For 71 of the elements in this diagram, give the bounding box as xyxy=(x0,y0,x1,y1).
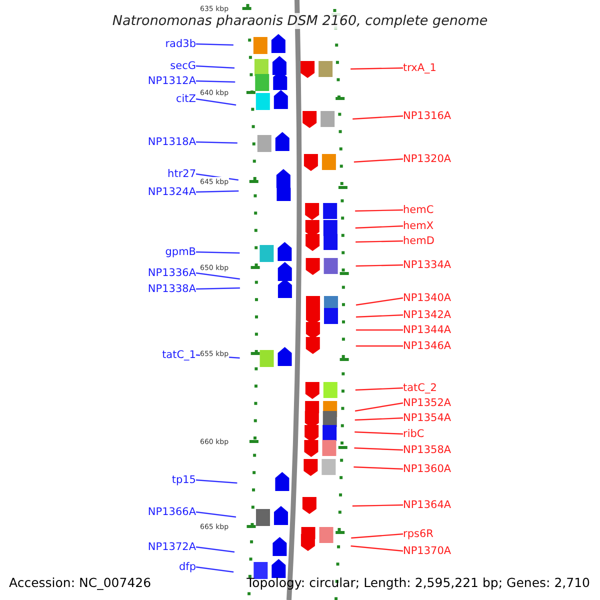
gene-label: hemX xyxy=(403,220,434,232)
leader-line xyxy=(356,314,404,318)
leader-line xyxy=(355,225,404,229)
leader-line xyxy=(355,387,404,391)
leader-line xyxy=(354,431,404,435)
gene-label: NP1338A xyxy=(148,283,196,295)
gene-label: tatC_2 xyxy=(403,382,437,394)
leader-line xyxy=(356,264,404,267)
leader-line xyxy=(196,511,236,518)
gene-label: NP1342A xyxy=(403,309,452,321)
leader-line xyxy=(356,345,403,347)
accession-text: Accession: NC_007426 xyxy=(9,575,152,590)
leader-line xyxy=(351,533,404,539)
leader-line xyxy=(350,67,404,70)
gene-label: NP1344A xyxy=(403,324,452,336)
leader-line xyxy=(355,209,404,212)
gene-label: citZ xyxy=(176,93,196,105)
gene-label: NP1320A xyxy=(403,153,452,165)
leader-line xyxy=(196,546,235,553)
gene-label: hemD xyxy=(403,235,434,247)
gene-label: htr27 xyxy=(168,168,196,180)
leader-line xyxy=(354,447,404,451)
leader-line xyxy=(196,141,238,144)
genome-summary-text: Topology: circular; Length: 2,595,221 bp; Genes: 2,710 xyxy=(246,575,590,590)
gene-label: NP1354A xyxy=(403,412,452,424)
gene-label: secG xyxy=(170,60,196,72)
gene-label: NP1324A xyxy=(148,186,196,198)
gene-label: NP1370A xyxy=(403,545,452,557)
leader-line xyxy=(196,251,240,254)
gene-label: tp15 xyxy=(172,474,196,486)
gene-label: NP1334A xyxy=(403,259,452,271)
diagram-title: Natronomonas pharaonis DSM 2160, complete genome xyxy=(112,13,488,29)
leader-line xyxy=(356,240,404,243)
leader-line xyxy=(196,65,235,69)
leader-line xyxy=(196,566,234,573)
leader-line xyxy=(350,545,404,552)
leader-line xyxy=(354,402,404,412)
gene-label: NP1360A xyxy=(403,463,452,475)
leader-line xyxy=(196,43,234,46)
gene-label: NP1316A xyxy=(403,110,452,122)
gene-label: NP1346A xyxy=(403,340,452,352)
leader-line xyxy=(352,115,404,120)
leader-line xyxy=(354,466,404,470)
gene-label: NP1318A xyxy=(148,136,196,148)
leader-line xyxy=(196,98,236,106)
leader-line xyxy=(354,158,404,163)
gene-label: NP1352A xyxy=(403,397,452,409)
gene-label: ribC xyxy=(403,428,424,440)
gene-label: NP1312A xyxy=(148,75,196,87)
gene-label: hemC xyxy=(403,204,434,216)
leader-line xyxy=(196,287,240,290)
gene-label: NP1340A xyxy=(403,292,452,304)
gene-label: rad3b xyxy=(165,38,196,50)
leader-line xyxy=(352,504,404,507)
gene-label: tatC_1 xyxy=(162,349,196,361)
gene-label: NP1358A xyxy=(403,444,452,456)
gene-label: NP1336A xyxy=(148,267,196,279)
leader-line xyxy=(354,417,404,421)
leader-line xyxy=(196,479,238,484)
gene-label: NP1366A xyxy=(148,506,196,518)
leader-line xyxy=(196,272,240,280)
gene-label: dfp xyxy=(178,561,196,573)
gene-label: gpmB xyxy=(165,246,196,258)
gene-label: trxA_1 xyxy=(403,62,436,74)
gene-label: NP1372A xyxy=(148,541,196,553)
leader-line xyxy=(196,190,239,193)
gene-label: rps6R xyxy=(403,528,434,540)
leader-line xyxy=(356,297,404,306)
gene-label: NP1364A xyxy=(403,499,452,511)
leader-line xyxy=(196,80,236,83)
leader-line xyxy=(356,329,403,331)
